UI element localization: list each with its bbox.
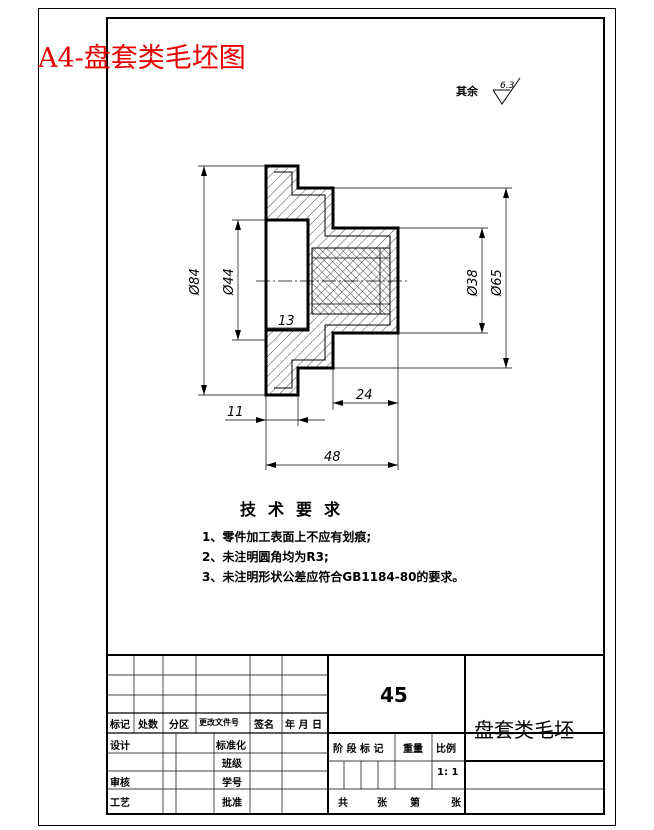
tb-header-change-doc: 更改文件号 [199, 718, 239, 727]
tb-sheets-total: 共 [338, 798, 348, 809]
tech-requirement-1: 1、零件加工表面上不应有划痕; [202, 530, 372, 544]
tb-sheets-unit: 张 [377, 798, 387, 809]
dim-d65: Ø65 [490, 269, 505, 297]
dim-11: 11 [227, 405, 244, 420]
tb-header-date: 年 月 日 [285, 720, 322, 731]
dim-48: 48 [324, 450, 341, 465]
outer-border [38, 8, 616, 826]
tech-requirement-2: 2、未注明圆角均为R3; [202, 550, 329, 564]
tb-header-signature: 签名 [254, 720, 274, 731]
tb-scale-label: 比例 [436, 744, 456, 755]
tb-class: 班级 [222, 759, 242, 770]
surface-finish-label: 其余 [456, 85, 478, 98]
tb-weight: 重量 [403, 744, 423, 755]
tech-requirements-title: 技术要求 [240, 500, 353, 519]
dim-d38: Ø38 [466, 269, 481, 297]
tb-student-id: 学号 [222, 778, 242, 789]
tb-scale-value: 1: 1 [437, 767, 459, 778]
tech-requirement-3: 3、未注明形状公差应符合GB1184-80的要求。 [202, 570, 465, 584]
tb-review: 审核 [110, 778, 130, 789]
tb-part-name: 盘套类毛坯 [474, 718, 574, 742]
dim-24: 24 [356, 388, 373, 403]
tb-design: 设计 [110, 741, 130, 752]
tb-drawing-number: 45 [380, 683, 408, 707]
drawing-frame [106, 17, 605, 815]
tb-header-count: 处数 [138, 720, 158, 731]
tb-standardize: 标准化 [216, 741, 246, 752]
dim-d44: Ø44 [222, 268, 237, 296]
sheet-title: A4-盘套类毛坯图 [38, 43, 246, 74]
dim-13: 13 [278, 314, 295, 329]
tb-stage-mark: 阶 段 标 记 [333, 744, 384, 755]
bore-cavity [264, 218, 310, 332]
tb-sheet-no: 第 [410, 798, 420, 809]
surface-finish-note: 其余 [456, 80, 478, 99]
tb-sheet-unit2: 张 [451, 798, 461, 809]
dim-d84: Ø84 [188, 268, 203, 296]
roughness-value: 6.3 [500, 81, 515, 91]
tb-header-zone: 分区 [169, 720, 189, 731]
tb-process: 工艺 [110, 798, 130, 809]
roughness-symbol-icon: 6.3 [492, 77, 521, 105]
tb-approve: 批准 [222, 798, 242, 809]
tb-header-mark: 标记 [110, 720, 130, 731]
